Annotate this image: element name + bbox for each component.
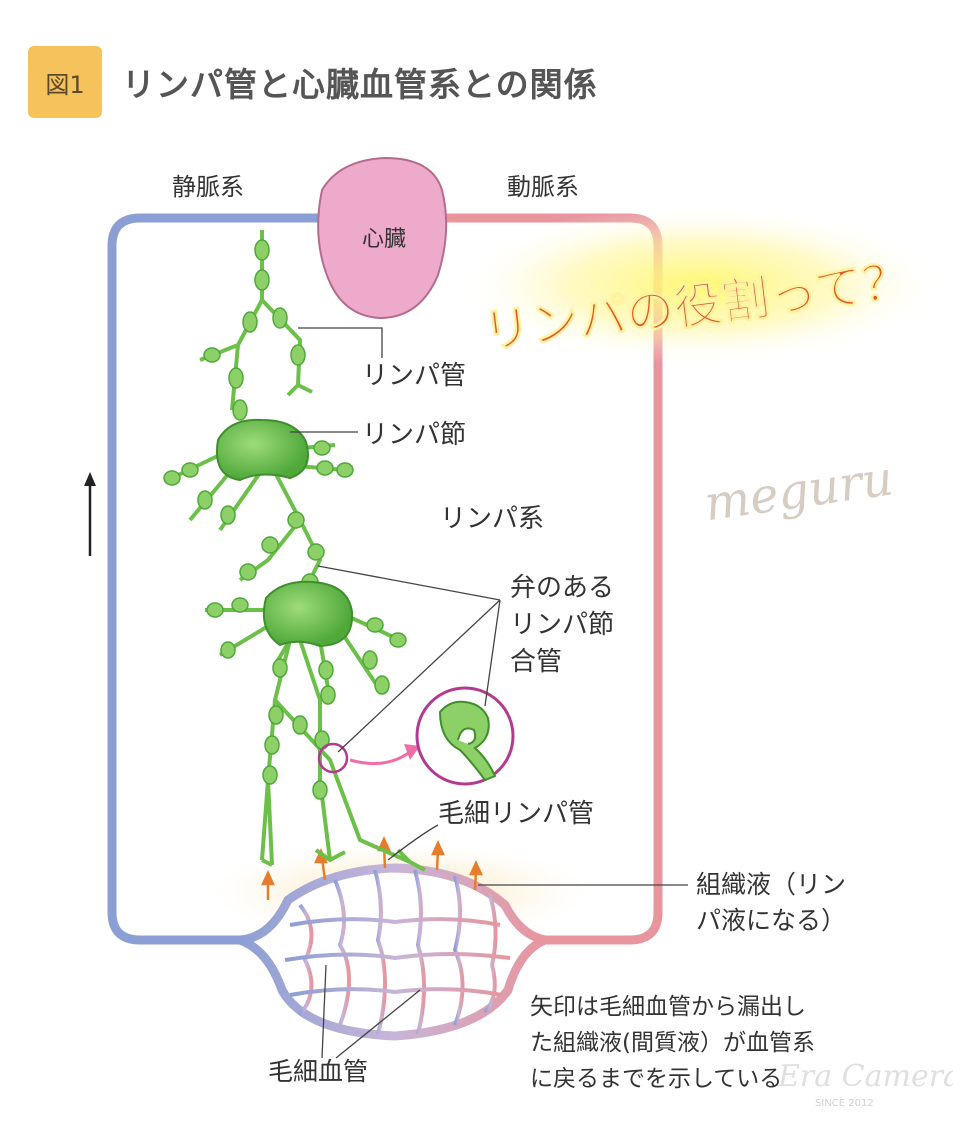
lymph-node-upper	[216, 418, 309, 482]
note-line-2: た組織液(間質液）が血管系	[530, 1030, 815, 1056]
fluid-arrows	[261, 835, 483, 900]
label-lymph-system: リンパ系	[440, 504, 544, 534]
flow-up-arrow	[84, 472, 96, 556]
lymph-tree	[167, 230, 426, 872]
figure-badge: 図1	[28, 46, 102, 118]
lymph-beads	[163, 239, 407, 800]
valve-zoom-arrow	[349, 750, 411, 766]
note-line-3: に戻るまでを示している	[530, 1066, 782, 1092]
watermark-meguru: meguru	[701, 450, 896, 532]
watermark-eracamera: Era Camera	[777, 1059, 953, 1094]
label-valve-2: リンパ節	[510, 610, 614, 640]
figure-title: リンパ管と心臓血管系との関係	[122, 65, 598, 104]
valve-marker	[317, 742, 349, 774]
label-tissue-fluid-2: パ液になる）	[696, 906, 846, 935]
note-line-1: 矢印は毛細血管から漏出し	[530, 994, 806, 1020]
label-arterial: 動脈系	[507, 173, 579, 201]
label-capillary-lymph: 毛細リンパ管	[438, 799, 594, 829]
label-lymph-node: リンパ節	[362, 420, 466, 450]
vein-loop	[107, 213, 330, 945]
label-valve-3: 合管	[510, 647, 562, 677]
capillary-bed	[238, 863, 561, 1041]
label-venous: 静脈系	[172, 173, 244, 201]
lymph-node-lower	[262, 580, 354, 648]
heart-shape	[317, 156, 448, 320]
promo-glow	[455, 205, 945, 365]
label-capillary-blood: 毛細血管	[268, 1057, 368, 1086]
label-lymph-vessel: リンパ管	[362, 361, 466, 391]
label-valve-1: 弁のある	[510, 573, 614, 603]
leader-lines	[290, 327, 688, 1059]
watermark-since: SINCE 2012	[815, 1098, 874, 1109]
label-heart: 心臓	[362, 227, 406, 252]
label-tissue-fluid-1: 組織液（リン	[696, 870, 846, 899]
valve-zoom	[415, 686, 515, 786]
